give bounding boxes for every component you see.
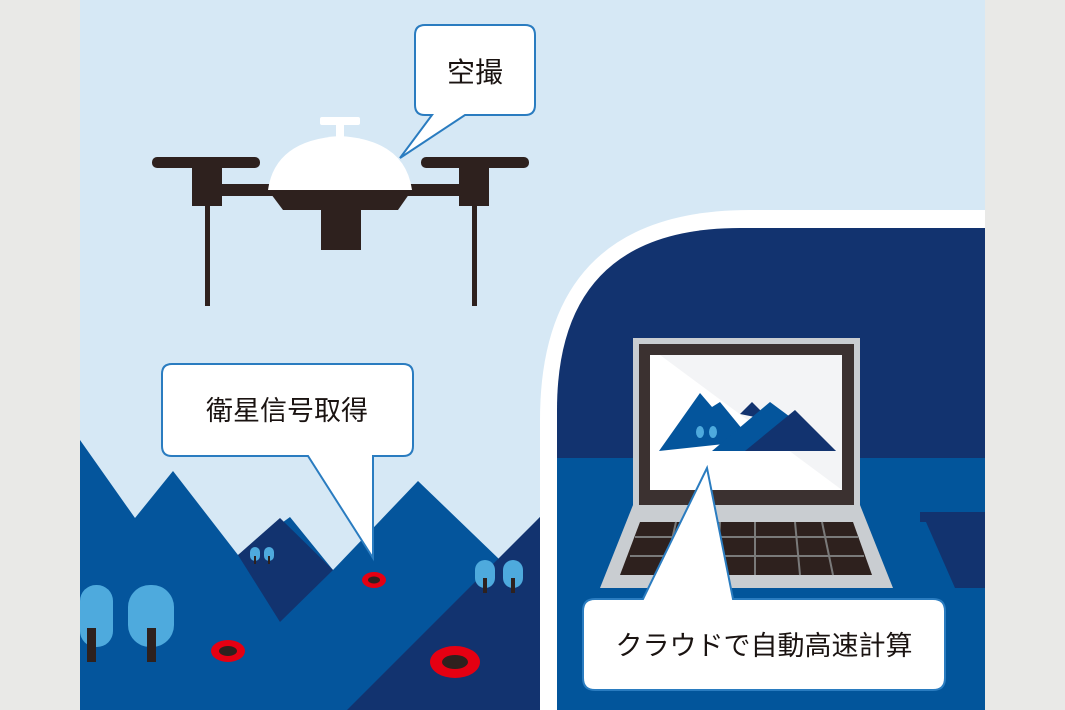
callout-satellite-signal: 衛星信号取得 [161, 363, 414, 562]
tree-icon [128, 585, 174, 647]
label-aerial-photography: 空撮 [447, 56, 503, 89]
tree-icon [80, 585, 113, 647]
label-cloud-computation: クラウドで自動高速計算 [616, 631, 913, 662]
trees [80, 547, 523, 662]
ground-control-points [211, 572, 480, 678]
tree-icon [503, 560, 523, 588]
laptop-icon [600, 338, 893, 588]
callout-cloud-computation: クラウドで自動高速計算 [582, 464, 946, 691]
drone-icon [152, 117, 529, 306]
tree-icon [264, 547, 274, 561]
label-satellite-signal: 衛星信号取得 [206, 396, 368, 427]
tree-icon [250, 547, 260, 561]
callout-aerial-photography: 空撮 [399, 24, 536, 159]
tree-icon [475, 560, 495, 588]
